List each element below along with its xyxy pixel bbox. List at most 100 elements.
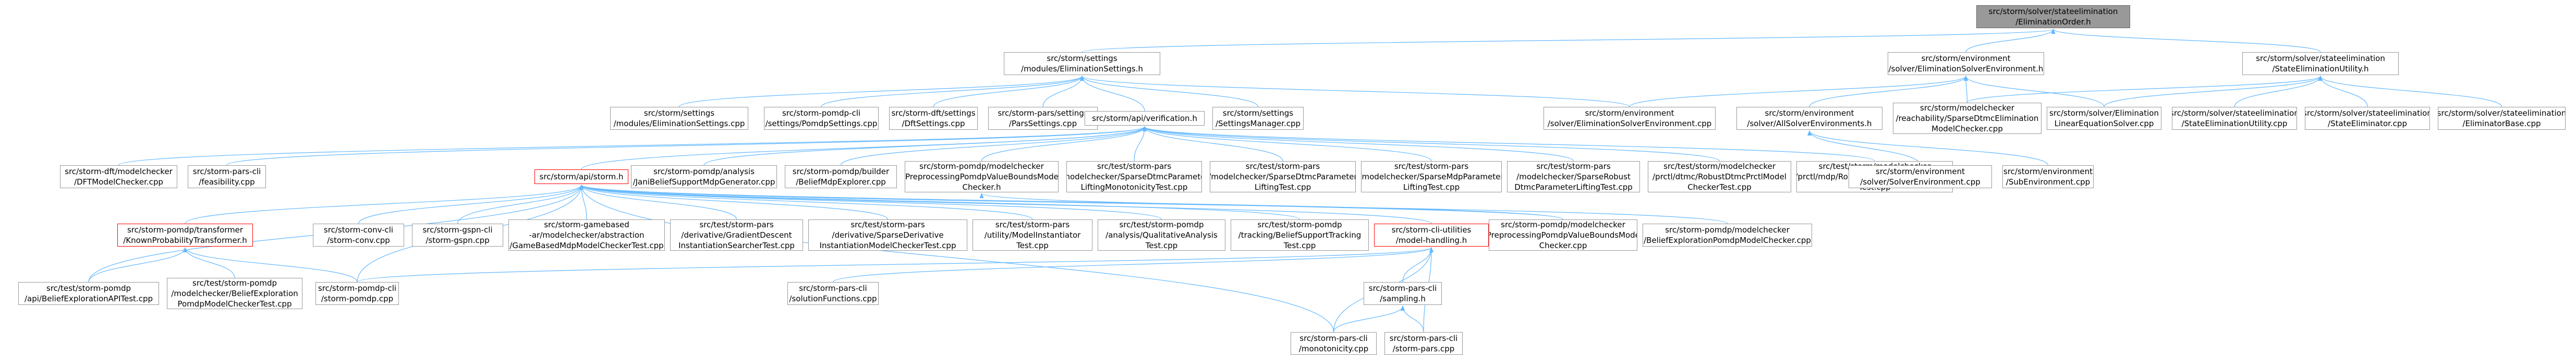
graph-node-label-line: /storm-pomdp.cpp: [321, 294, 394, 303]
graph-node-n11[interactable]: src/storm/environment/solver/AllSolverEn…: [1736, 107, 1882, 130]
graph-node-n48[interactable]: src/storm-pars-cli/monotonicity.cpp: [1291, 332, 1377, 355]
graph-node-n12[interactable]: src/storm/modelchecker/reachability/Spar…: [1893, 103, 2042, 134]
dependency-edge: [579, 185, 1162, 220]
dependency-edge: [581, 126, 1147, 170]
graph-node-n40[interactable]: src/storm-cli-utilities/model-handling.h: [1374, 224, 1489, 247]
graph-node-label-line: src/storm-pomdp/modelchecker: [919, 162, 1044, 171]
graph-node-n32[interactable]: src/storm-conv-cli/storm-conv.cpp: [313, 224, 404, 247]
dependency-edge: [1143, 126, 1720, 162]
graph-node-n10[interactable]: src/storm/environment/solver/Elimination…: [1544, 107, 1716, 130]
graph-node-label-line: /SettingsManager.cpp: [1215, 119, 1301, 128]
graph-node-n17[interactable]: src/storm-dft/modelchecker/DFTModelCheck…: [60, 165, 177, 188]
graph-node-n16[interactable]: src/storm/solver/stateelimination/Elimin…: [2438, 107, 2566, 130]
graph-node-label-line: /solver/EliminationSolverEnvironment.cpp: [1547, 119, 1712, 128]
graph-node-n41[interactable]: src/storm-pomdp/modelchecker/Preprocessi…: [1489, 219, 1637, 251]
graph-node-label-line: /StateEliminationUtility.h: [2272, 64, 2369, 74]
graph-node-label-line: src/storm/solver/stateelimination: [2256, 54, 2385, 63]
graph-node-n30[interactable]: src/storm/environment/SubEnvironment.cpp: [2002, 165, 2094, 188]
dependency-edge: [1965, 29, 2056, 53]
graph-node-label-line: src/test/storm-pomdp: [1257, 220, 1342, 229]
graph-node-label-line: Test.cpp: [1016, 241, 1049, 250]
graph-node-label-line: /modelchecker/SparseMdpParameter: [1361, 172, 1502, 181]
graph-node-n36[interactable]: src/test/storm-pars/derivative/SparseDer…: [808, 219, 967, 251]
graph-node-label-line: src/storm/modelchecker: [1920, 103, 2014, 113]
graph-node-label-line: src/test/storm-pomdp: [46, 284, 131, 293]
graph-node-n5[interactable]: src/storm-pomdp-cli/settings/PomdpSettin…: [764, 107, 879, 130]
graph-node-n1[interactable]: src/storm/settings/modules/EliminationSe…: [1004, 52, 1160, 75]
graph-node-label-line: LinearEquationSolver.cpp: [2054, 119, 2154, 128]
graph-node-label-line: /reachability/SparseDtmcElimination: [1895, 114, 2039, 123]
dependency-edge: [1082, 29, 2055, 53]
graph-node-n33[interactable]: src/storm-gspn-cli/storm-gspn.cpp: [412, 224, 503, 247]
dependency-edge: [1964, 76, 1969, 103]
graph-node-label-line: /DFTModelChecker.cpp: [74, 177, 163, 187]
dependency-edge: [1143, 126, 1432, 162]
graph-node-label-line: CheckerTest.cpp: [1687, 182, 1752, 192]
graph-node-label-line: /StateEliminator.cpp: [2328, 119, 2407, 128]
graph-node-label-line: src/storm/environment: [2003, 167, 2093, 176]
graph-node-n7[interactable]: src/storm-pars/settings/ParsSettings.cpp: [988, 107, 1098, 130]
graph-node-n21[interactable]: src/storm-pomdp/builder/BeliefMdpExplore…: [785, 165, 897, 188]
graph-node-n23[interactable]: src/test/storm-pars/modelchecker/SparseD…: [1066, 161, 1202, 192]
dependency-edge: [183, 247, 358, 283]
graph-node-n3[interactable]: src/storm/solver/stateelimination/StateE…: [2242, 52, 2399, 75]
graph-node-n6[interactable]: src/storm-dft/settings/DftSettings.cpp: [889, 107, 978, 130]
graph-node-label-line: /monotonicity.cpp: [1298, 344, 1369, 353]
graph-node-n14[interactable]: src/storm/solver/stateelimination/StateE…: [2172, 107, 2297, 130]
graph-node-label-line: DtmcParameterLiftingTest.cpp: [1514, 182, 1633, 192]
graph-node-label-line: src/storm/solver/stateelimination: [2438, 108, 2566, 118]
graph-node-n22[interactable]: src/storm-pomdp/modelchecker/Preprocessi…: [905, 161, 1059, 192]
graph-node-label-line: /feasibility.cpp: [199, 177, 255, 187]
graph-node-label-line: /solver/EliminationSolverEnvironment.h: [1888, 64, 2044, 74]
graph-node-n43[interactable]: src/test/storm-pomdp/api/BeliefExplorati…: [18, 282, 159, 305]
graph-node-label-line: /solver/AllSolverEnvironments.h: [1747, 119, 1872, 128]
graph-node-n47[interactable]: src/storm-pars-cli/sampling.h: [1364, 282, 1442, 305]
graph-node-n15[interactable]: src/storm/solver/stateelimination/StateE…: [2305, 107, 2430, 130]
graph-node-label-line: src/storm-dft/modelchecker: [65, 167, 173, 176]
graph-node-n39[interactable]: src/test/storm-pomdp/tracking/BeliefSupp…: [1231, 219, 1369, 251]
graph-node-label-line: /modules/EliminationSettings.h: [1021, 64, 1143, 74]
graph-node-label-line: /storm-conv.cpp: [327, 236, 390, 245]
dependency-edge: [1143, 126, 1283, 162]
graph-node-label-line: LiftingMonotonicityTest.cpp: [1080, 182, 1188, 192]
graph-node-label-line: Checker.cpp: [1539, 241, 1587, 250]
graph-node-n24[interactable]: src/test/storm-pars/modelchecker/SparseD…: [1210, 161, 1356, 192]
graph-node-n25[interactable]: src/test/storm-pars/modelchecker/SparseM…: [1361, 161, 1502, 192]
dependency-edge: [2234, 76, 2323, 107]
graph-node-label-line: LiftingTest.cpp: [1403, 182, 1460, 192]
graph-node-label-line: src/storm-pars-cli: [1368, 284, 1437, 293]
graph-node-label-line: /derivative/SparseDerivative: [832, 230, 944, 240]
graph-node-n9[interactable]: src/storm/settings/SettingsManager.cpp: [1212, 107, 1304, 130]
dependency-edge: [1080, 76, 1630, 107]
graph-node-label-line: src/storm-pars/settings: [998, 108, 1088, 118]
graph-node-label-line: src/storm/environment: [1876, 167, 1965, 176]
graph-node-label-line: src/storm-gamebased: [544, 220, 629, 229]
graph-node-n8[interactable]: src/storm/api/verification.h: [1085, 111, 1205, 126]
graph-node-n4[interactable]: src/storm/settings/modules/EliminationSe…: [610, 107, 748, 130]
graph-node-label-line: /prctl/dtmc/RobustDtmcPrctlModel: [1652, 172, 1787, 181]
graph-node-n26[interactable]: src/test/storm-pars/modelchecker/SparseR…: [1507, 161, 1640, 192]
graph-node-label-line: /solutionFunctions.cpp: [789, 294, 877, 303]
graph-node-n31[interactable]: src/storm-pomdp/transformer/KnownProbabi…: [117, 224, 253, 247]
graph-node-n49[interactable]: src/storm-pars-cli/storm-pars.cpp: [1384, 332, 1463, 355]
graph-node-n19[interactable]: src/storm/api/storm.h: [534, 169, 628, 184]
graph-node-label-line: src/storm/environment: [1765, 108, 1854, 118]
graph-node-n42[interactable]: src/storm-pomdp/modelchecker/BeliefExplo…: [1643, 224, 1812, 247]
graph-node-n37[interactable]: src/test/storm-pars/utility/ModelInstant…: [973, 219, 1092, 251]
dependency-edge: [88, 247, 187, 283]
graph-node-n38[interactable]: src/test/storm-pomdp/analysis/Qualitativ…: [1098, 219, 1225, 251]
graph-node-label-line: src/storm/environment: [1921, 54, 2011, 63]
graph-node-n27[interactable]: src/test/storm/modelchecker/prctl/dtmc/R…: [1648, 161, 1791, 192]
graph-node-n46[interactable]: src/storm-pars-cli/solutionFunctions.cpp: [787, 282, 879, 305]
graph-node-n45[interactable]: src/storm-pomdp-cli/storm-pomdp.cpp: [315, 282, 399, 305]
graph-node-n20[interactable]: src/storm-pomdp/analysis/JaniBeliefSuppo…: [631, 165, 777, 188]
graph-node-label-line: /BeliefMdpExplorer.cpp: [796, 177, 886, 187]
graph-node-n29[interactable]: src/storm/environment/solver/SolverEnvir…: [1849, 165, 1992, 188]
graph-node-n18[interactable]: src/storm-pars-cli/feasibility.cpp: [188, 165, 266, 188]
dependency-edge: [1401, 305, 1424, 333]
graph-node-n2[interactable]: src/storm/environment/solver/Elimination…: [1888, 52, 2044, 75]
graph-node-n35[interactable]: src/test/storm-pars/derivative/GradientD…: [670, 219, 803, 251]
graph-node-n44[interactable]: src/test/storm-pomdp/modelchecker/Belief…: [167, 278, 302, 309]
graph-node-n34[interactable]: src/storm-gamebased-ar/modelchecker/abst…: [508, 219, 665, 251]
